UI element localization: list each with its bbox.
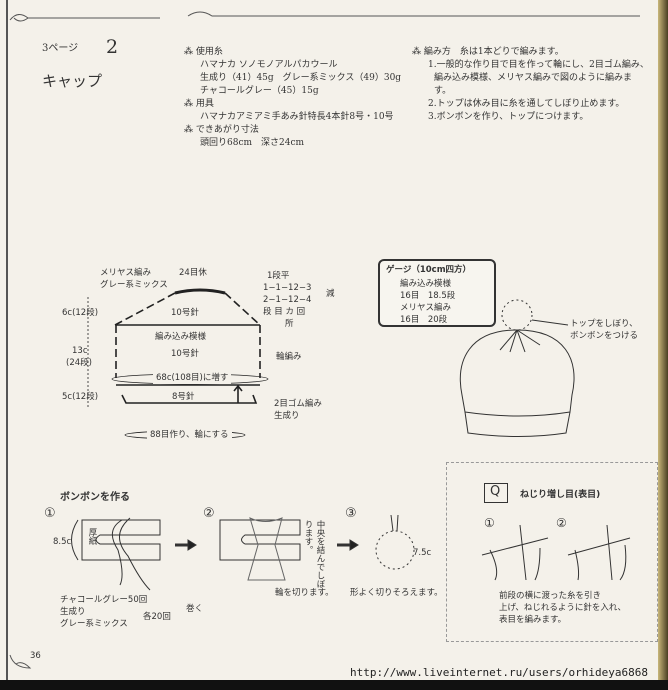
size-line: 頭回り68cm 深さ24cm	[200, 138, 305, 148]
cast-on-label: 88目作り、輪にする	[147, 429, 232, 441]
page-ref: 3ページ	[42, 43, 79, 54]
pompom-diameter: 7.5c	[413, 548, 432, 558]
step-1: ①	[44, 506, 56, 521]
needle-bottom: 8号針	[172, 392, 195, 402]
gauge-box	[378, 259, 496, 327]
twist-symbol-box	[484, 483, 508, 503]
increase-label: 68c(108目)に増す	[153, 372, 232, 384]
page-title: キャップ	[42, 72, 103, 90]
item-number: 2	[106, 36, 119, 58]
hat-drawing	[459, 299, 575, 437]
twist-symbol: Q	[490, 484, 501, 499]
tools-heading: ⁂ 用具	[184, 99, 214, 109]
method-step: 1.一般的な作り目で目を作って輪にし、2目ゴム編み、	[428, 60, 649, 70]
top-rest-label: 24目休	[179, 268, 207, 278]
twist-step-2: ②	[556, 516, 567, 530]
twist-title: ねじり増し目(表目)	[520, 490, 601, 500]
wind-verb: 巻く	[186, 604, 204, 614]
materials-section: ⁂ 使用糸 ハマナカ ソノモノアルパカウール 生成り（41）45g グレー系ミッ…	[184, 46, 401, 150]
twist-desc: 前段の横に渡った糸を引き上げ、ねじれるように針を入れ、表目を編みます。	[499, 591, 626, 625]
dim-bottom: 5c(12段)	[62, 392, 99, 402]
method-step: 編み込み模様、メリヤス編みで図のように編みま	[434, 73, 633, 83]
pattern-label: 編み込み模様	[155, 332, 207, 342]
wind-list: チャコールグレー50回生成りグレー系ミックス	[60, 595, 148, 629]
cardboard-label: 厚紙	[87, 528, 97, 545]
dim-mid: 13c	[72, 346, 88, 356]
ornament-bottom	[9, 654, 32, 669]
cut-note: 輪を切ります。	[275, 588, 334, 598]
decrease-mark: 減	[326, 289, 335, 299]
wind-each: 各20回	[143, 612, 171, 622]
cardboard-width: 8.5c	[53, 537, 72, 547]
page-number: 36	[30, 651, 41, 661]
step-3: ③	[345, 506, 357, 521]
method-section: ⁂ 編み方 糸は1本どりで編みます。 1.一般的な作り目で目を作って輪にし、2目…	[412, 46, 649, 124]
twist-increase-box	[446, 462, 658, 642]
stockinette-label: メリヤス編みグレー系ミックス	[100, 268, 168, 290]
pompom-heading: ボンボンを作る	[60, 492, 130, 503]
method-step: す。	[434, 86, 452, 96]
dim-top: 6c(12段)	[62, 308, 99, 318]
pompom-diagrams	[71, 514, 415, 591]
knitting-needles	[481, 524, 631, 581]
ornament-top	[9, 11, 640, 22]
round-label: 輪編み	[276, 352, 302, 362]
size-heading: ⁂ できあがり寸法	[184, 125, 259, 135]
needle-top: 10号針	[171, 308, 199, 318]
needle-mid: 10号針	[171, 349, 199, 359]
method-heading: ⁂ 編み方 糸は1本どりで編みます。	[412, 47, 564, 57]
tie-note: 中央を結んでしぼります。	[303, 520, 325, 588]
yarn-line: チャコールグレー（45）15g	[200, 86, 319, 96]
dim-mid-rows: (24段)	[66, 358, 92, 368]
watermark-url: http://www.liveinternet.ru/users/orhidey…	[350, 666, 649, 679]
method-step: 2.トップは休み目に糸を通してしぼり止めます。	[428, 99, 625, 109]
method-step: 3.ボンボンを作り、トップにつけます。	[428, 112, 589, 122]
hat-note: トップをしぼり、ボンボンをつける	[570, 319, 639, 341]
rib-label: 2目ゴム編み生成り	[274, 399, 322, 421]
page-edge-line	[6, 0, 8, 680]
gauge-title: ゲージ（10cm四方）	[386, 265, 472, 275]
yarn-line: ハマナカ ソノモノアルパカウール	[200, 60, 338, 70]
yarn-heading: ⁂ 使用糸	[184, 47, 223, 57]
step-2: ②	[203, 506, 215, 521]
book-binding	[658, 0, 668, 680]
tools-line: ハマナカアミアミ手あみ針特長4本針8号・10号	[200, 112, 394, 122]
bottom-bar	[0, 680, 668, 690]
trim-note: 形よく切りそろえます。	[350, 588, 443, 598]
twist-step-1: ①	[484, 516, 495, 530]
yarn-line: 生成り（41）45g グレー系ミックス（49）30g	[200, 73, 402, 83]
